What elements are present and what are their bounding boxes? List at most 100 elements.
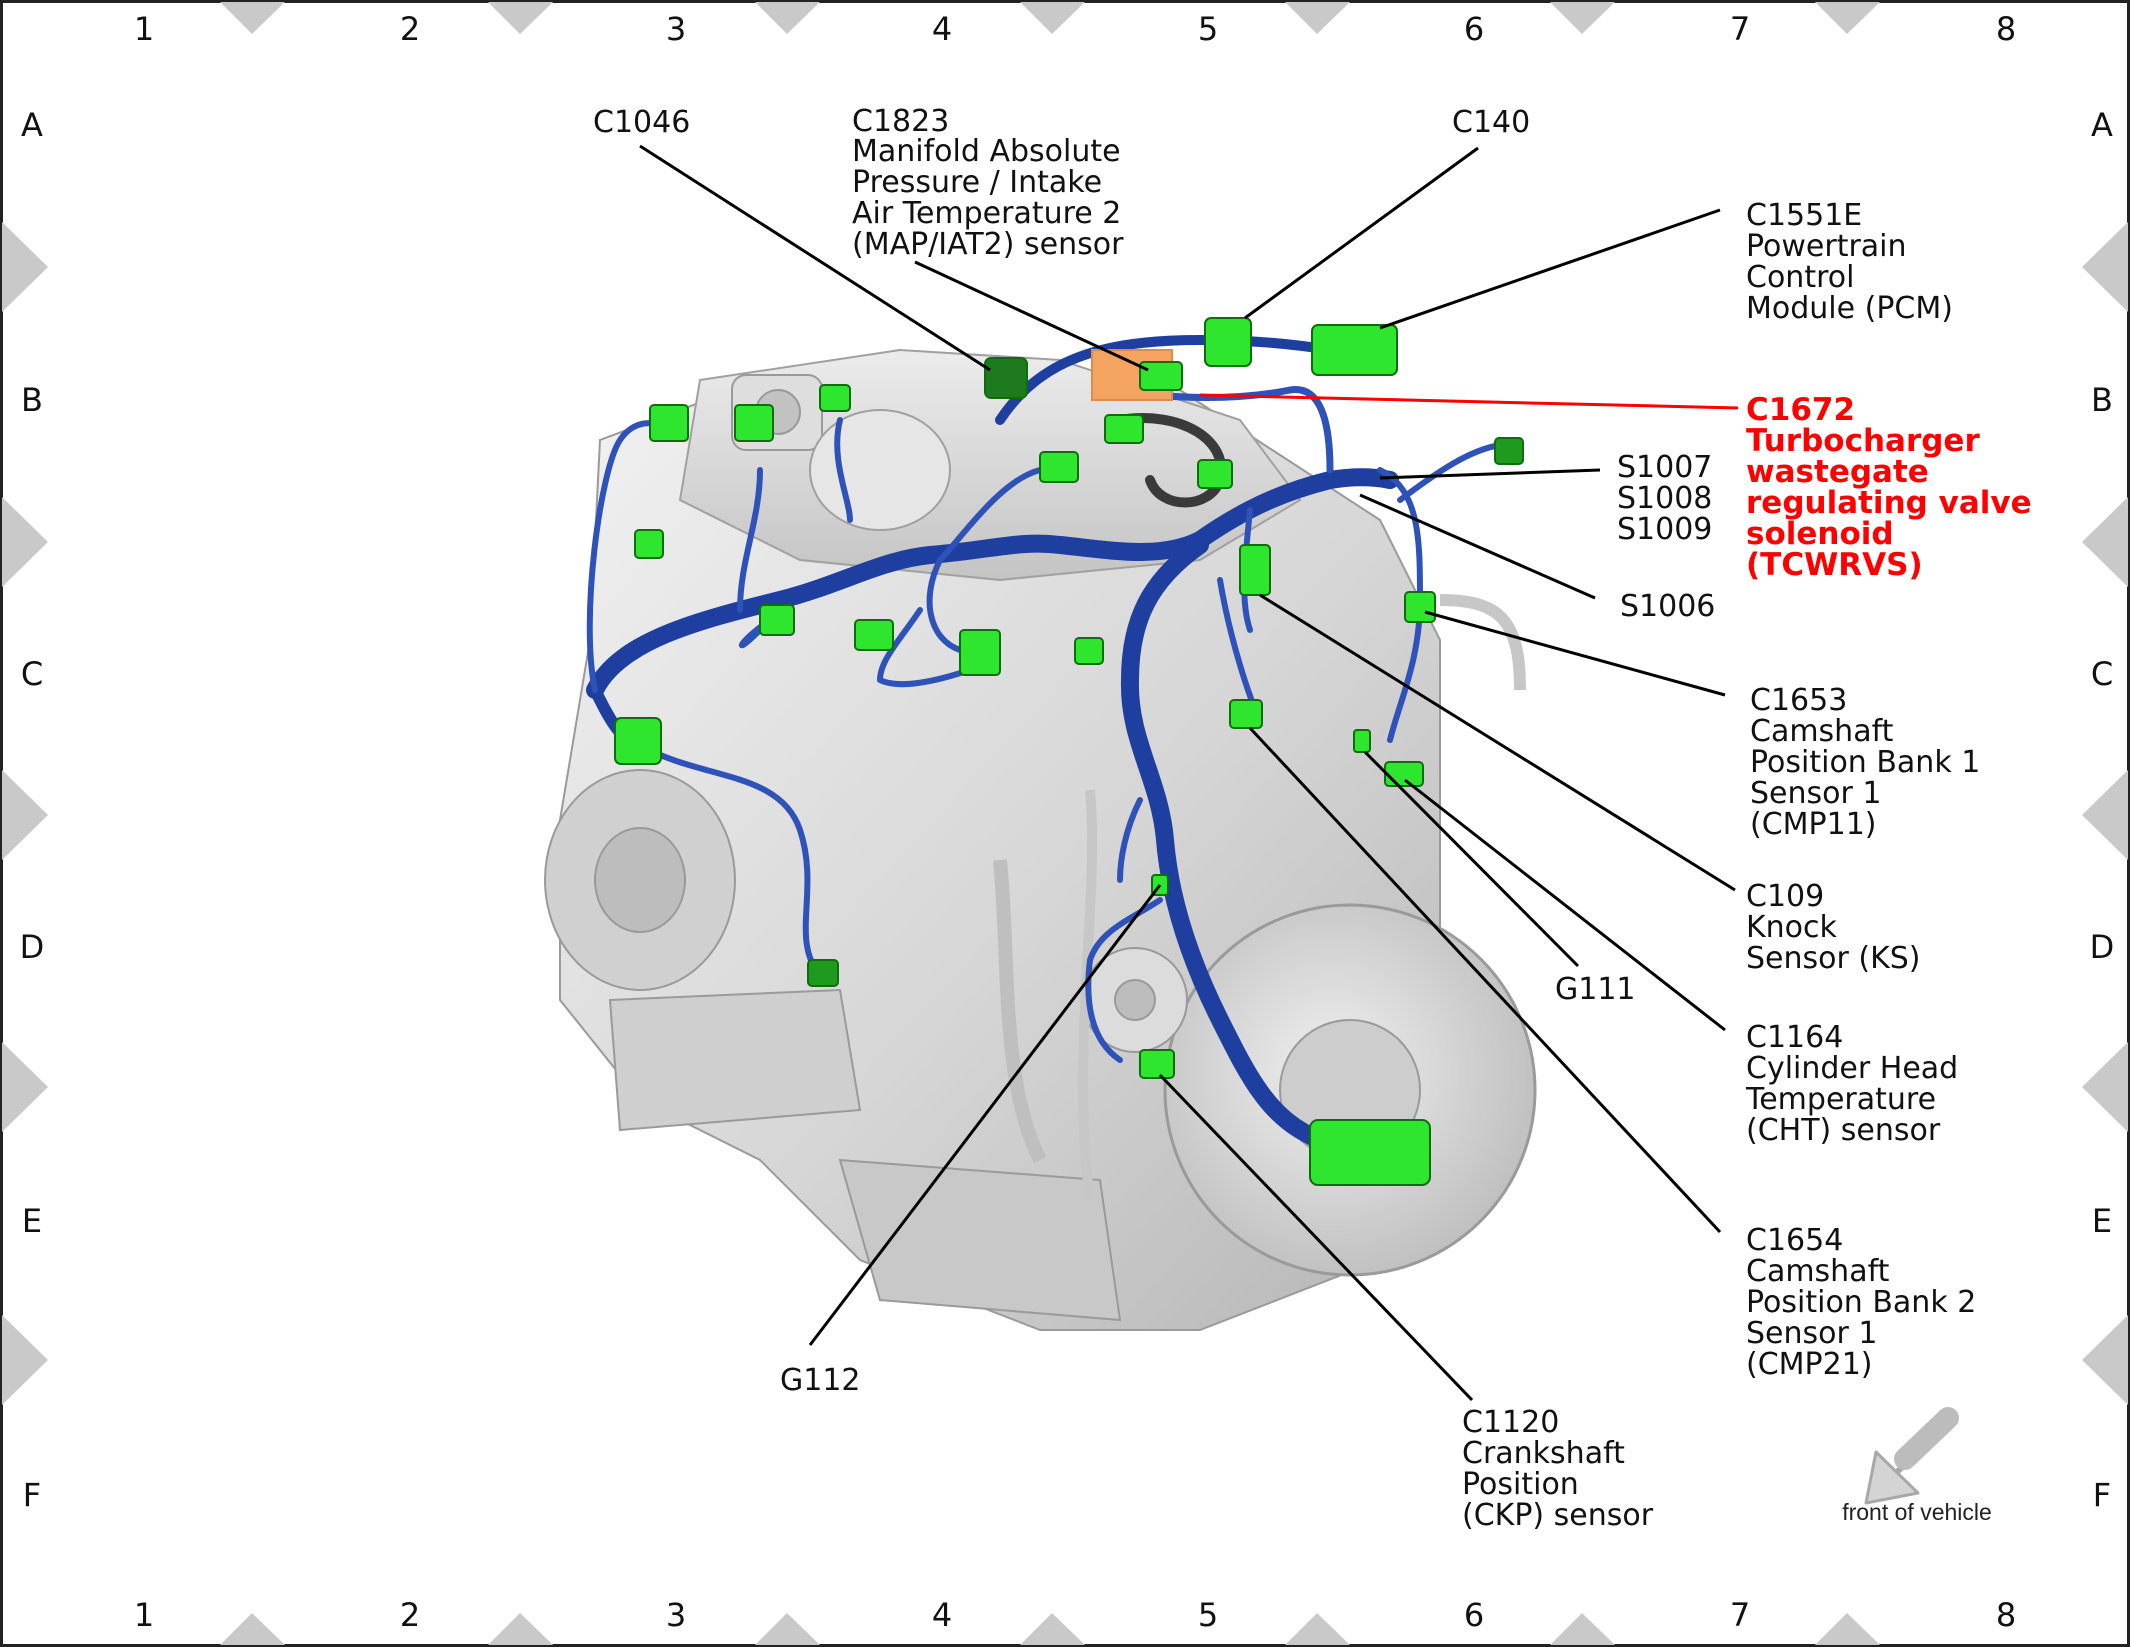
callout-c140: C140: [1452, 105, 1530, 140]
callout-g112-line: G112: [780, 1363, 861, 1398]
grid-column-label: 8: [1996, 10, 2016, 48]
callout-s1007-line: S1009: [1617, 512, 1712, 547]
callout-c1654-line: C1654: [1746, 1223, 1843, 1258]
callout-c1672-line: Turbocharger: [1746, 423, 1980, 459]
callout-c1046: C1046: [593, 105, 690, 140]
connector-mid-7: [1074, 637, 1104, 665]
callout-c1653-line: (CMP11): [1750, 807, 1877, 842]
connector-mid-4: [959, 629, 1001, 676]
connector-mid-8: [1494, 437, 1524, 465]
harness-g112-branch: [1117, 797, 1143, 883]
harness-mid-branch-1: [737, 467, 763, 613]
leader-c1654: [1248, 726, 1722, 1234]
callout-g111-line: G111: [1555, 972, 1636, 1007]
callout-g111: G111: [1555, 972, 1636, 1007]
callout-c1672-line: solenoid: [1746, 516, 1894, 552]
connector-mid-6: [1197, 459, 1233, 489]
callout-c1551e: C1551E Powertrain Control Module (PCM): [1746, 198, 1953, 326]
connector-upper-left-2: [734, 404, 774, 442]
harness-ckp-branch: [1085, 897, 1163, 1063]
callout-c1823-line: (MAP/IAT2) sensor: [852, 227, 1124, 262]
connector-left-big: [614, 717, 662, 765]
leader-c140: [1244, 146, 1479, 320]
grid-row-label: F: [23, 1476, 41, 1514]
coolant-pipe: [993, 859, 1047, 1164]
grid-row-label: E: [22, 1202, 42, 1240]
callout-c109: C109 Knock Sensor (KS): [1746, 879, 1921, 976]
callout-c1654-line: Camshaft: [1746, 1254, 1890, 1289]
crank-pulley-center: [1114, 979, 1156, 1021]
grid-column-label: 7: [1730, 1596, 1750, 1634]
connector-c1120: [1139, 1049, 1175, 1079]
connector-mid-1: [634, 529, 664, 559]
callout-c1164-line: Cylinder Head: [1746, 1051, 1958, 1086]
connector-main-big: [1309, 1119, 1431, 1186]
grid-column-label: 6: [1464, 1596, 1484, 1634]
grid-row-label: E: [2092, 1202, 2112, 1240]
grid-row-label: D: [2090, 928, 2115, 966]
grid-column-label: 1: [134, 1596, 154, 1634]
grid-columns-top: 1 2 3 4 5 6 7 8: [134, 10, 2016, 48]
grid-row-label: C: [2091, 655, 2113, 693]
grid-column-label: 8: [1996, 1596, 2016, 1634]
grid-rows-right: A B C D E F: [2090, 106, 2115, 1514]
grid-row-label: A: [2091, 106, 2113, 144]
harness-left-up: [586, 420, 663, 693]
connector-upper-left-1: [649, 404, 689, 442]
callout-c109-line: C109: [1746, 879, 1824, 914]
harness-left-down: [637, 742, 823, 978]
leader-c1823: [914, 260, 1149, 372]
callout-c1120-line: Position: [1462, 1467, 1579, 1502]
callout-s1006-line: S1006: [1620, 589, 1715, 624]
callout-c1164-line: C1164: [1746, 1020, 1843, 1055]
connector-upper-left-3: [819, 384, 851, 412]
leader-c1046: [639, 144, 991, 372]
grid-column-label: 4: [932, 1596, 952, 1634]
front-of-vehicle-label: front of vehicle: [1842, 1499, 1992, 1525]
callout-c1164: C1164 Cylinder Head Temperature (CHT) se…: [1745, 1020, 1958, 1148]
callout-c1653-line: Position Bank 1: [1750, 745, 1980, 780]
callout-c109-line: Knock: [1746, 910, 1838, 945]
connector-c109: [1239, 544, 1271, 596]
callout-s1007-line: S1007: [1617, 450, 1712, 485]
front-arrow-shaft: [1894, 1407, 1959, 1470]
callout-c1653: C1653 Camshaft Position Bank 1 Sensor 1 …: [1750, 683, 1980, 842]
callout-c1046-line: C1046: [593, 105, 690, 140]
grid-column-label: 5: [1198, 10, 1218, 48]
callout-c1120-line: (CKP) sensor: [1462, 1498, 1654, 1533]
callout-c1823: C1823 Manifold Absolute Pressure / Intak…: [852, 104, 1124, 262]
grid-column-label: 5: [1198, 1596, 1218, 1634]
callout-c1672: C1672 Turbocharger wastegate regulating …: [1746, 392, 2032, 583]
connector-ground-g111: [1353, 729, 1371, 753]
connector-c1672: [1104, 414, 1144, 444]
callout-s1007-line: S1008: [1617, 481, 1712, 516]
connector-left-low: [807, 959, 839, 987]
callout-c1823-line: C1823: [852, 104, 949, 139]
harness-mid-branch-3: [877, 607, 973, 688]
grid-rows-left: A B C D E F: [20, 106, 45, 1514]
connector-c140: [1204, 317, 1252, 367]
callout-c1120: C1120 Crankshaft Position (CKP) sensor: [1462, 1405, 1654, 1533]
connector-c1823: [1139, 361, 1183, 391]
alternator-hub: [594, 827, 686, 933]
callout-c1164-line: Temperature: [1745, 1082, 1936, 1117]
harness-upper-pcm: [995, 335, 1335, 425]
callout-c1823-line: Air Temperature 2: [852, 196, 1121, 231]
oil-filler-dome: [809, 409, 951, 531]
connector-c1823-highlight: [1091, 349, 1173, 401]
leader-c1120: [1158, 1073, 1474, 1402]
callout-c1551e-line: Module (PCM): [1746, 291, 1953, 326]
callout-s1007: S1007 S1008 S1009: [1617, 450, 1712, 547]
connector-mid-2: [759, 604, 795, 636]
harness-mid-branch-4: [926, 467, 1043, 653]
callout-c1654-line: (CMP21): [1746, 1347, 1873, 1382]
callout-c1654: C1654 Camshaft Position Bank 2 Sensor 1 …: [1746, 1223, 1976, 1382]
harness-main-trunk: [586, 468, 1399, 699]
leader-g112: [808, 884, 1162, 1346]
leader-s1007: [1379, 468, 1601, 480]
connector-c1164: [1384, 761, 1424, 787]
oil-pan: [838, 1158, 1122, 1322]
callout-c1653-line: C1653: [1750, 683, 1847, 718]
grid-column-label: 7: [1730, 10, 1750, 48]
